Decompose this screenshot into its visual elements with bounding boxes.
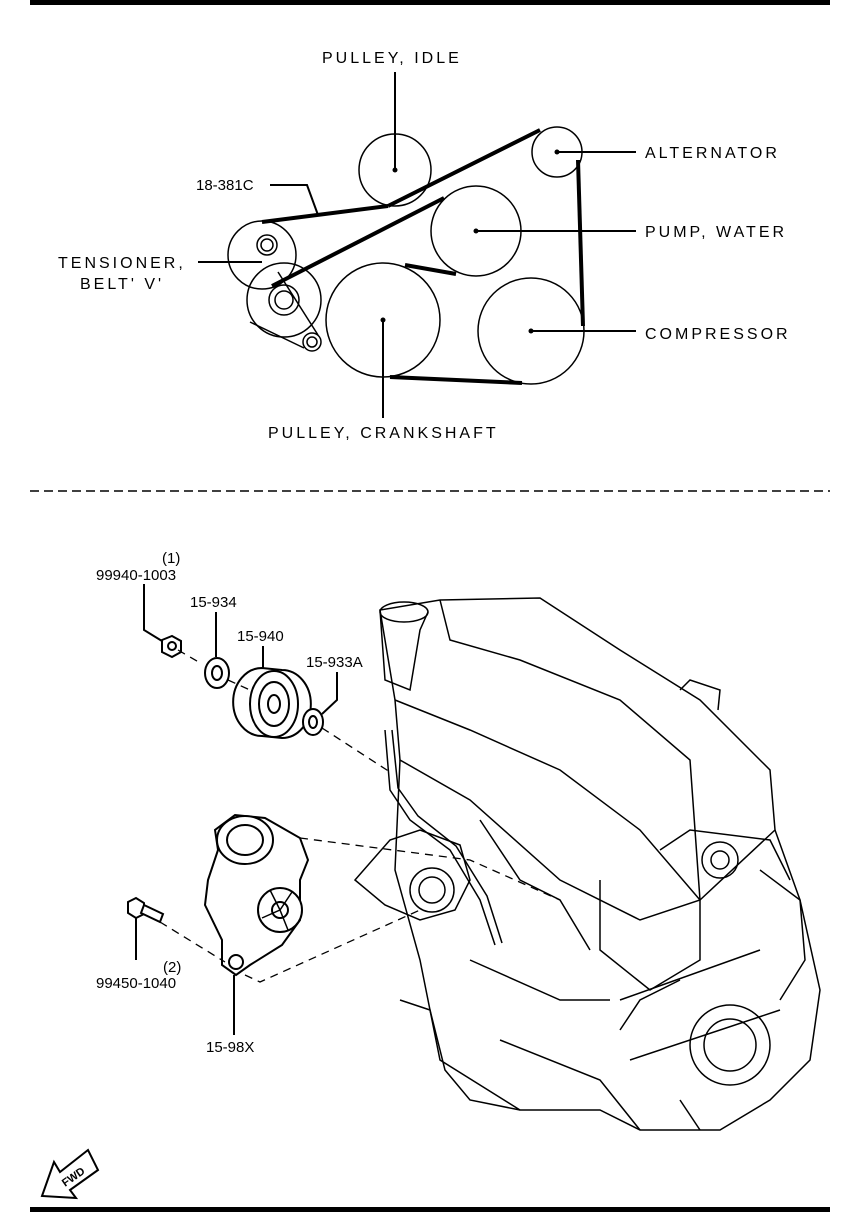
spacer xyxy=(302,708,324,736)
belt-layout-diagram: PULLEY, IDLE ALTERNATOR 18-381C PUMP, WA… xyxy=(58,50,791,442)
leader-dot xyxy=(473,228,479,234)
nut xyxy=(161,634,182,659)
tensioner-lower-wheel xyxy=(246,262,322,338)
alignment-line xyxy=(177,649,203,665)
label-tensioner-line2: BELT' V' xyxy=(80,276,164,293)
alignment-line xyxy=(227,679,251,691)
belt-run xyxy=(389,375,523,385)
label-compressor: COMPRESSOR xyxy=(645,326,791,343)
label-bolt-part: 99450-1040 xyxy=(96,975,176,992)
tensioner-lower-hub xyxy=(268,284,300,316)
bottom-border xyxy=(30,1207,830,1212)
engine-block-drawing xyxy=(353,597,821,1131)
tensioner-lower-hub-inner xyxy=(274,290,294,310)
label-belt-part: 18-381C xyxy=(196,177,254,194)
label-alternator: ALTERNATOR xyxy=(645,145,780,162)
label-bolt-ref: (2) xyxy=(163,959,181,976)
leader-dot xyxy=(380,317,386,323)
label-nut-part: 99940-1003 xyxy=(96,567,176,584)
belt-run xyxy=(387,128,541,208)
label-tensioner-line1: TENSIONER, xyxy=(58,255,186,272)
tensioner-pivot-inner xyxy=(306,336,318,348)
tensioner-arm-edge xyxy=(249,321,305,349)
fwd-arrow-icon: FWD xyxy=(40,1148,100,1200)
label-tensioner-part: 15-98X xyxy=(206,1039,254,1056)
washer xyxy=(204,657,230,689)
alignment-line xyxy=(244,909,421,983)
belt-run xyxy=(404,263,457,276)
label-washer-part: 15-934 xyxy=(190,594,237,611)
top-border xyxy=(30,0,830,5)
alignment-line xyxy=(299,837,561,901)
alignment-line xyxy=(159,921,226,963)
leader-dot xyxy=(528,328,534,334)
leader-nut xyxy=(143,584,163,642)
tensioner-pivot xyxy=(302,332,322,352)
idler-pulley xyxy=(232,666,312,740)
belt-run xyxy=(271,196,445,288)
leader-belt xyxy=(270,184,319,216)
label-spacer-part: 15-933A xyxy=(306,654,363,671)
leader-dot xyxy=(554,149,560,155)
label-pulley-idle: PULLEY, IDLE xyxy=(322,50,462,67)
bolt xyxy=(127,896,165,924)
alignment-line xyxy=(321,727,391,773)
belt-run xyxy=(261,204,389,224)
leader-spacer xyxy=(321,672,338,715)
exploded-view-diagram: (1) 99940-1003 15-934 15-940 15-933A (2)… xyxy=(40,550,821,1200)
belt-run xyxy=(576,159,585,327)
tensioner-arm-edge xyxy=(277,271,319,336)
tensioner-assembly xyxy=(203,813,310,977)
label-idler-pulley-part: 15-940 xyxy=(237,628,284,645)
leader-dot xyxy=(392,167,398,173)
label-pulley-crankshaft: PULLEY, CRANKSHAFT xyxy=(268,425,499,442)
tensioner-upper-hub xyxy=(256,234,278,256)
label-pump-water: PUMP, WATER xyxy=(645,224,787,241)
tensioner-upper-hub-inner xyxy=(260,238,274,252)
label-nut-ref: (1) xyxy=(162,550,180,567)
